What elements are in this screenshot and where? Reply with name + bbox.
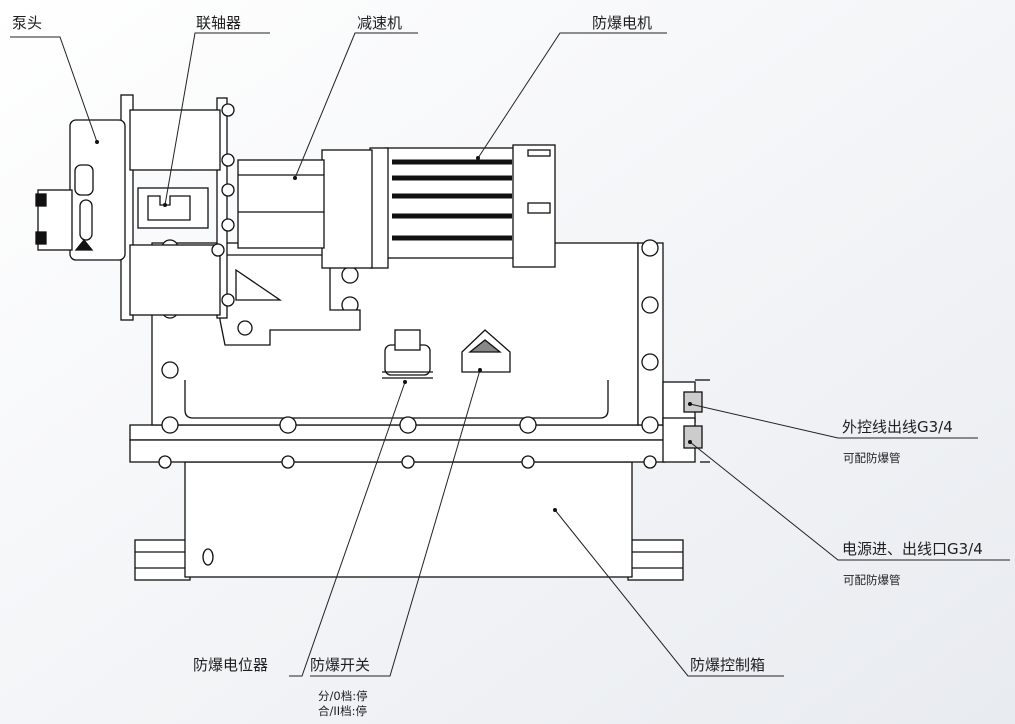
control-box-lower xyxy=(184,461,633,578)
label-coupling: 联轴器 xyxy=(196,14,242,32)
mounting-foot-right xyxy=(627,539,684,581)
potentiometer-body xyxy=(382,329,433,379)
reducer-body xyxy=(237,149,373,269)
label-ex-switch: 防爆开关 xyxy=(310,656,371,674)
motor-body xyxy=(369,144,556,269)
note-ext-control: 可配防爆管 xyxy=(843,451,901,465)
pump-head-body xyxy=(35,119,126,261)
leader-lines xyxy=(10,32,1010,677)
box-flange-bottom xyxy=(129,439,666,463)
cable-gland-lower xyxy=(662,417,710,463)
switch-body xyxy=(461,329,511,373)
switch-state-1: 分/0档:停 xyxy=(318,689,368,703)
label-pump-head: 泵头 xyxy=(12,14,43,32)
label-ex-potentiometer: 防爆电位器 xyxy=(193,656,269,674)
label-power-io: 电源进、出线口G3/4 xyxy=(842,540,983,558)
coupling-frame xyxy=(120,94,235,321)
label-reducer: 减速机 xyxy=(357,14,403,32)
note-power-io: 可配防爆管 xyxy=(843,573,901,587)
mounting-foot-left xyxy=(134,539,191,581)
motor-bracket xyxy=(219,254,361,346)
box-flange-top xyxy=(129,424,666,441)
label-ex-motor: 防爆电机 xyxy=(592,14,653,32)
label-ext-control-outlet: 外控线出线G3/4 xyxy=(842,418,953,436)
cable-gland-upper xyxy=(662,379,710,423)
switch-state-2: 合/II档:停 xyxy=(318,704,368,718)
label-ex-control-box: 防爆控制箱 xyxy=(690,656,766,674)
